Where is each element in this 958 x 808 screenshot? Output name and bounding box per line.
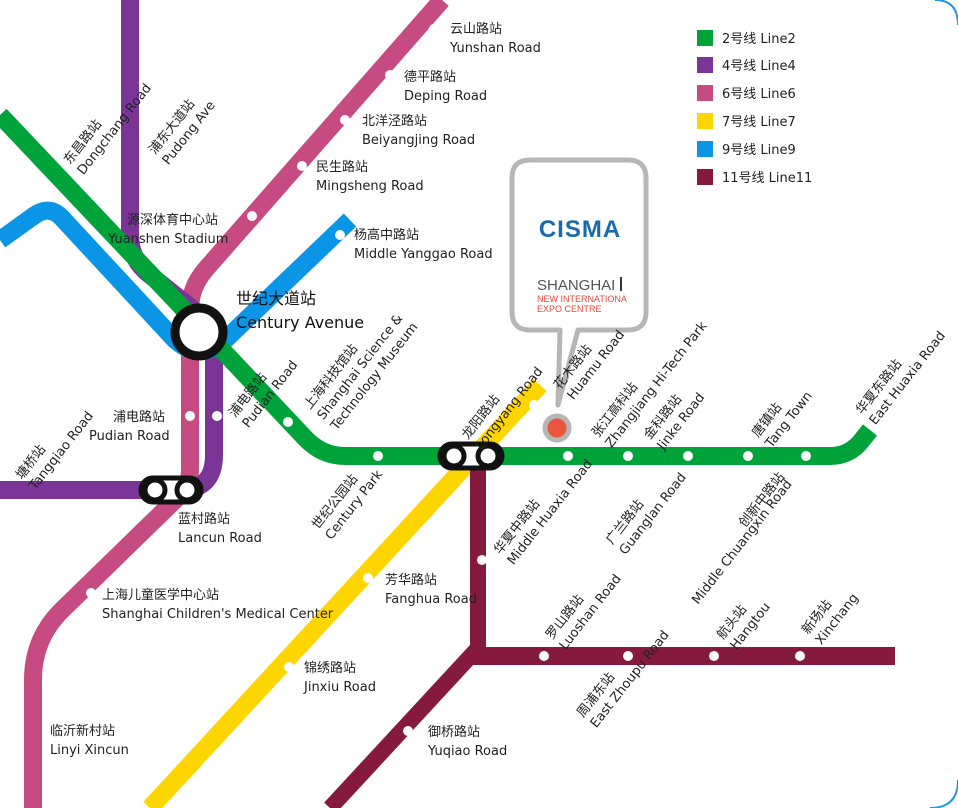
label-jinxiu-en: Jinxiu Road [303, 680, 376, 695]
label-yuanshen-cn: 源深体育中心站 [127, 212, 218, 228]
venue-callout[interactable]: CISMA SHANGHAI NEW INTERNATIONA EXPO CEN… [509, 157, 649, 443]
venue-location-marker [542, 413, 572, 443]
label-children-cn: 上海儿童医学中心站 [102, 587, 219, 603]
legend-label-line9: 9号线 Line9 [722, 143, 796, 158]
label-yuqiao-en: Yuqiao Road [427, 744, 507, 759]
label-pudian-en: Pudian Road [89, 429, 170, 444]
station-dot [623, 651, 633, 661]
callout-venue-line1: NEW INTERNATIONA [537, 294, 627, 304]
station-dot [539, 651, 549, 661]
label-lancun-cn: 蓝村路站 [178, 511, 230, 527]
station-dot [623, 451, 633, 461]
callout-venue-line2: EXPO CENTRE [537, 304, 602, 314]
station-dot [403, 726, 413, 736]
label-hub-cn: 世纪大道站 [236, 289, 316, 308]
station-dot [297, 161, 307, 171]
legend: 2号线 Line2 4号线 Line4 6号线 Line6 7号线 Line7 … [697, 30, 812, 186]
callout-bubble [509, 157, 649, 408]
line2-path [0, 108, 878, 465]
interchange-lancun[interactable] [138, 475, 204, 505]
label-minsheng-en: Mingsheng Road [316, 179, 424, 194]
map-border [929, 779, 958, 808]
cisma-logo: CISMA [539, 216, 621, 243]
label-yunshan-cn: 云山路站 [450, 21, 502, 37]
station-dot [86, 588, 96, 598]
label-lancun-en: Lancun Road [178, 531, 262, 546]
legend-label-line4: 4号线 Line4 [722, 59, 796, 74]
station-dot [801, 451, 811, 461]
label-hub-en: Century Avenue [236, 313, 364, 332]
station-dot [683, 451, 693, 461]
station-dot [335, 230, 345, 240]
station-dots [86, 24, 811, 736]
station-dot [185, 411, 195, 421]
label-jinxiu-cn: 锦绣路站 [304, 660, 356, 676]
label-fanghua-cn: 芳华路站 [385, 572, 437, 588]
legend-swatch-line11 [697, 169, 713, 185]
label-linyi-en: Linyi Xincun [50, 743, 129, 758]
label-yangao-en: Middle Yanggao Road [354, 247, 493, 262]
station-dot [247, 211, 257, 221]
station-dot [795, 651, 805, 661]
station-dot [529, 400, 539, 410]
legend-label-line2: 2号线 Line2 [722, 32, 796, 47]
legend-label-line6: 6号线 Line6 [722, 87, 796, 102]
station-dot [340, 115, 350, 125]
legend-swatch-line7 [697, 113, 713, 129]
map-border [934, 0, 958, 26]
label-deping-cn: 德平路站 [404, 69, 456, 85]
label-yangao-cn: 杨高中路站 [354, 227, 419, 243]
station-dot [363, 573, 373, 583]
legend-label-line7: 7号线 Line7 [722, 115, 796, 130]
legend-swatch-line9 [697, 141, 713, 157]
callout-city-bar [620, 277, 622, 291]
legend-label-line11: 11号线 Line11 [722, 171, 812, 186]
callout-city: SHANGHAI [537, 277, 615, 294]
hub-century-avenue[interactable] [170, 303, 228, 361]
label-linyi-cn: 临沂新村站 [50, 723, 115, 739]
station-dot [385, 70, 395, 80]
label-minsheng-cn: 民生路站 [316, 159, 368, 175]
station-dot [373, 451, 383, 461]
label-yuanshen-en: Yuanshen Stadium [107, 232, 228, 247]
station-dot [429, 24, 439, 34]
legend-swatch-line6 [697, 85, 713, 101]
station-dot [477, 555, 487, 565]
station-dot [284, 662, 294, 672]
legend-swatch-line2 [697, 30, 713, 46]
station-dot [709, 651, 719, 661]
station-dot [212, 411, 222, 421]
label-yunshan-en: Yunshan Road [449, 41, 541, 56]
label-fanghua-en: Fanghua Road [385, 592, 477, 607]
station-dot [283, 417, 293, 427]
label-children-en: Shanghai Children's Medical Center [102, 607, 334, 622]
station-labels: 云山路站 Yunshan Road 德平路站 Deping Road 北洋泾路站… [50, 21, 541, 759]
interchange-longyang[interactable] [437, 441, 505, 471]
station-dot [743, 451, 753, 461]
label-beiyangjing-cn: 北洋泾路站 [362, 113, 427, 129]
station-dot [563, 451, 573, 461]
label-yuqiao-cn: 御桥路站 [428, 724, 480, 740]
label-chuangxin-en: Middle Chuangxin Road [689, 477, 795, 607]
legend-swatch-line4 [697, 57, 713, 73]
label-deping-en: Deping Road [404, 89, 487, 104]
label-pudian-cn: 浦电路站 [113, 409, 165, 425]
label-beiyangjing-en: Beiyangjing Road [362, 133, 475, 148]
